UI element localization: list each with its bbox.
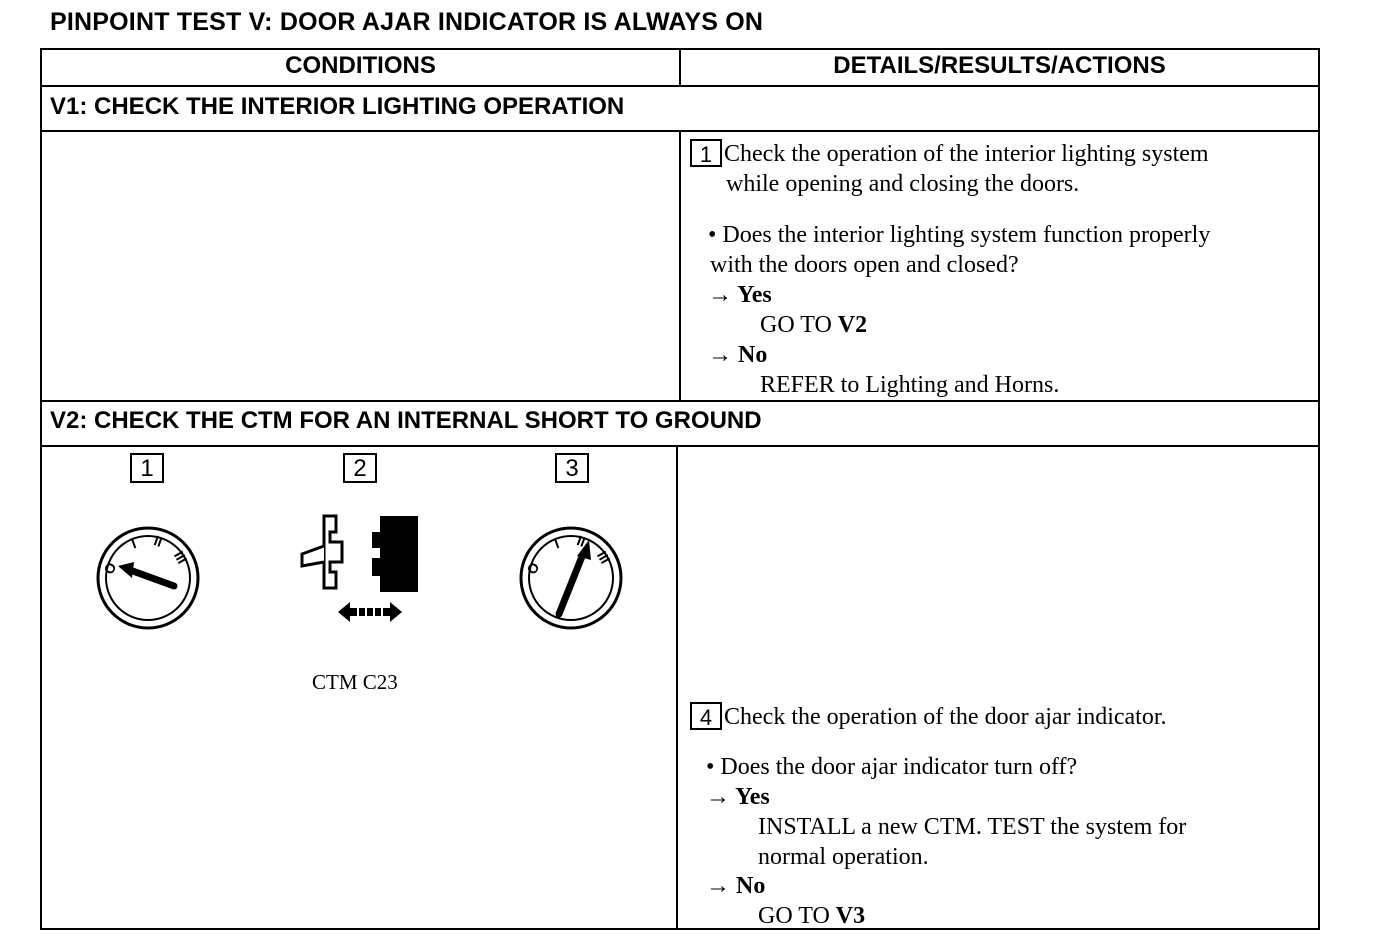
header-divider bbox=[42, 85, 1318, 87]
v2-column-divider bbox=[676, 445, 678, 930]
v1-yes-action: GO TO V2 bbox=[760, 310, 867, 340]
figure-step-1: 1 bbox=[130, 453, 164, 483]
v1-yes-label: → Yes bbox=[708, 282, 772, 308]
figure-step-3: 3 bbox=[555, 453, 589, 483]
v1-yes-action-prefix: GO TO bbox=[760, 312, 838, 338]
v2-no-action-prefix: GO TO bbox=[758, 903, 836, 929]
v2-no-action-target: V3 bbox=[835, 903, 866, 929]
v2-yes-action-line1: INSTALL a new CTM. TEST the system for bbox=[758, 814, 1187, 840]
v2-no-label: → No bbox=[706, 873, 766, 899]
v2-no-action: GO TO V3 bbox=[758, 901, 865, 931]
v1-column-divider bbox=[679, 130, 681, 400]
v2-top-divider bbox=[42, 400, 1318, 402]
v2-heading: V2: CHECK THE CTM FOR AN INTERNAL SHORT … bbox=[50, 407, 762, 434]
v2-yes-label: → Yes bbox=[706, 784, 770, 810]
connector-label: CTM C23 bbox=[312, 670, 398, 694]
v1-heading: V1: CHECK THE INTERIOR LIGHTING OPERATIO… bbox=[50, 93, 625, 120]
v2-step-line1: Check the operation of the door ajar ind… bbox=[724, 704, 1167, 730]
v1-no-action: REFER to Lighting and Horns. bbox=[760, 372, 1060, 398]
ignition-switch-off-icon: O I II III bbox=[96, 526, 200, 630]
v1-yes-action-target: V2 bbox=[837, 312, 868, 338]
v1-no-label: → No bbox=[708, 342, 768, 368]
conditions-header: CONDITIONS bbox=[285, 52, 436, 79]
v1-question-line1: • Does the interior lighting system func… bbox=[708, 222, 1211, 248]
switch1-label-o: O bbox=[100, 559, 119, 577]
v1-step-number: 1 bbox=[690, 139, 722, 167]
connector-disconnect-icon bbox=[300, 514, 418, 622]
v1-step-line1: Check the operation of the interior ligh… bbox=[724, 141, 1209, 167]
details-header: DETAILS/RESULTS/ACTIONS bbox=[833, 52, 1166, 79]
header-column-divider bbox=[679, 50, 681, 85]
v2-question-line1: • Does the door ajar indicator turn off? bbox=[706, 754, 1078, 780]
v2-heading-divider bbox=[42, 445, 1318, 447]
ignition-switch-on-icon: O I II III bbox=[519, 526, 623, 630]
pinpoint-test-table: CONDITIONS DETAILS/RESULTS/ACTIONS V1: C… bbox=[40, 48, 1320, 930]
switch1-label-i: I bbox=[129, 535, 138, 551]
switch3-label-o: O bbox=[523, 559, 542, 577]
v2-yes-action-line2: normal operation. bbox=[758, 844, 929, 870]
v1-question-line2: with the doors open and closed? bbox=[710, 252, 1019, 278]
switch1-label-ii: II bbox=[152, 532, 165, 550]
figure-step-2: 2 bbox=[343, 453, 377, 483]
v1-step-line2: while opening and closing the doors. bbox=[726, 171, 1080, 197]
page-title: PINPOINT TEST V: DOOR AJAR INDICATOR IS … bbox=[50, 8, 764, 36]
switch3-label-i: I bbox=[552, 535, 561, 551]
v2-step-number: 4 bbox=[690, 702, 722, 730]
